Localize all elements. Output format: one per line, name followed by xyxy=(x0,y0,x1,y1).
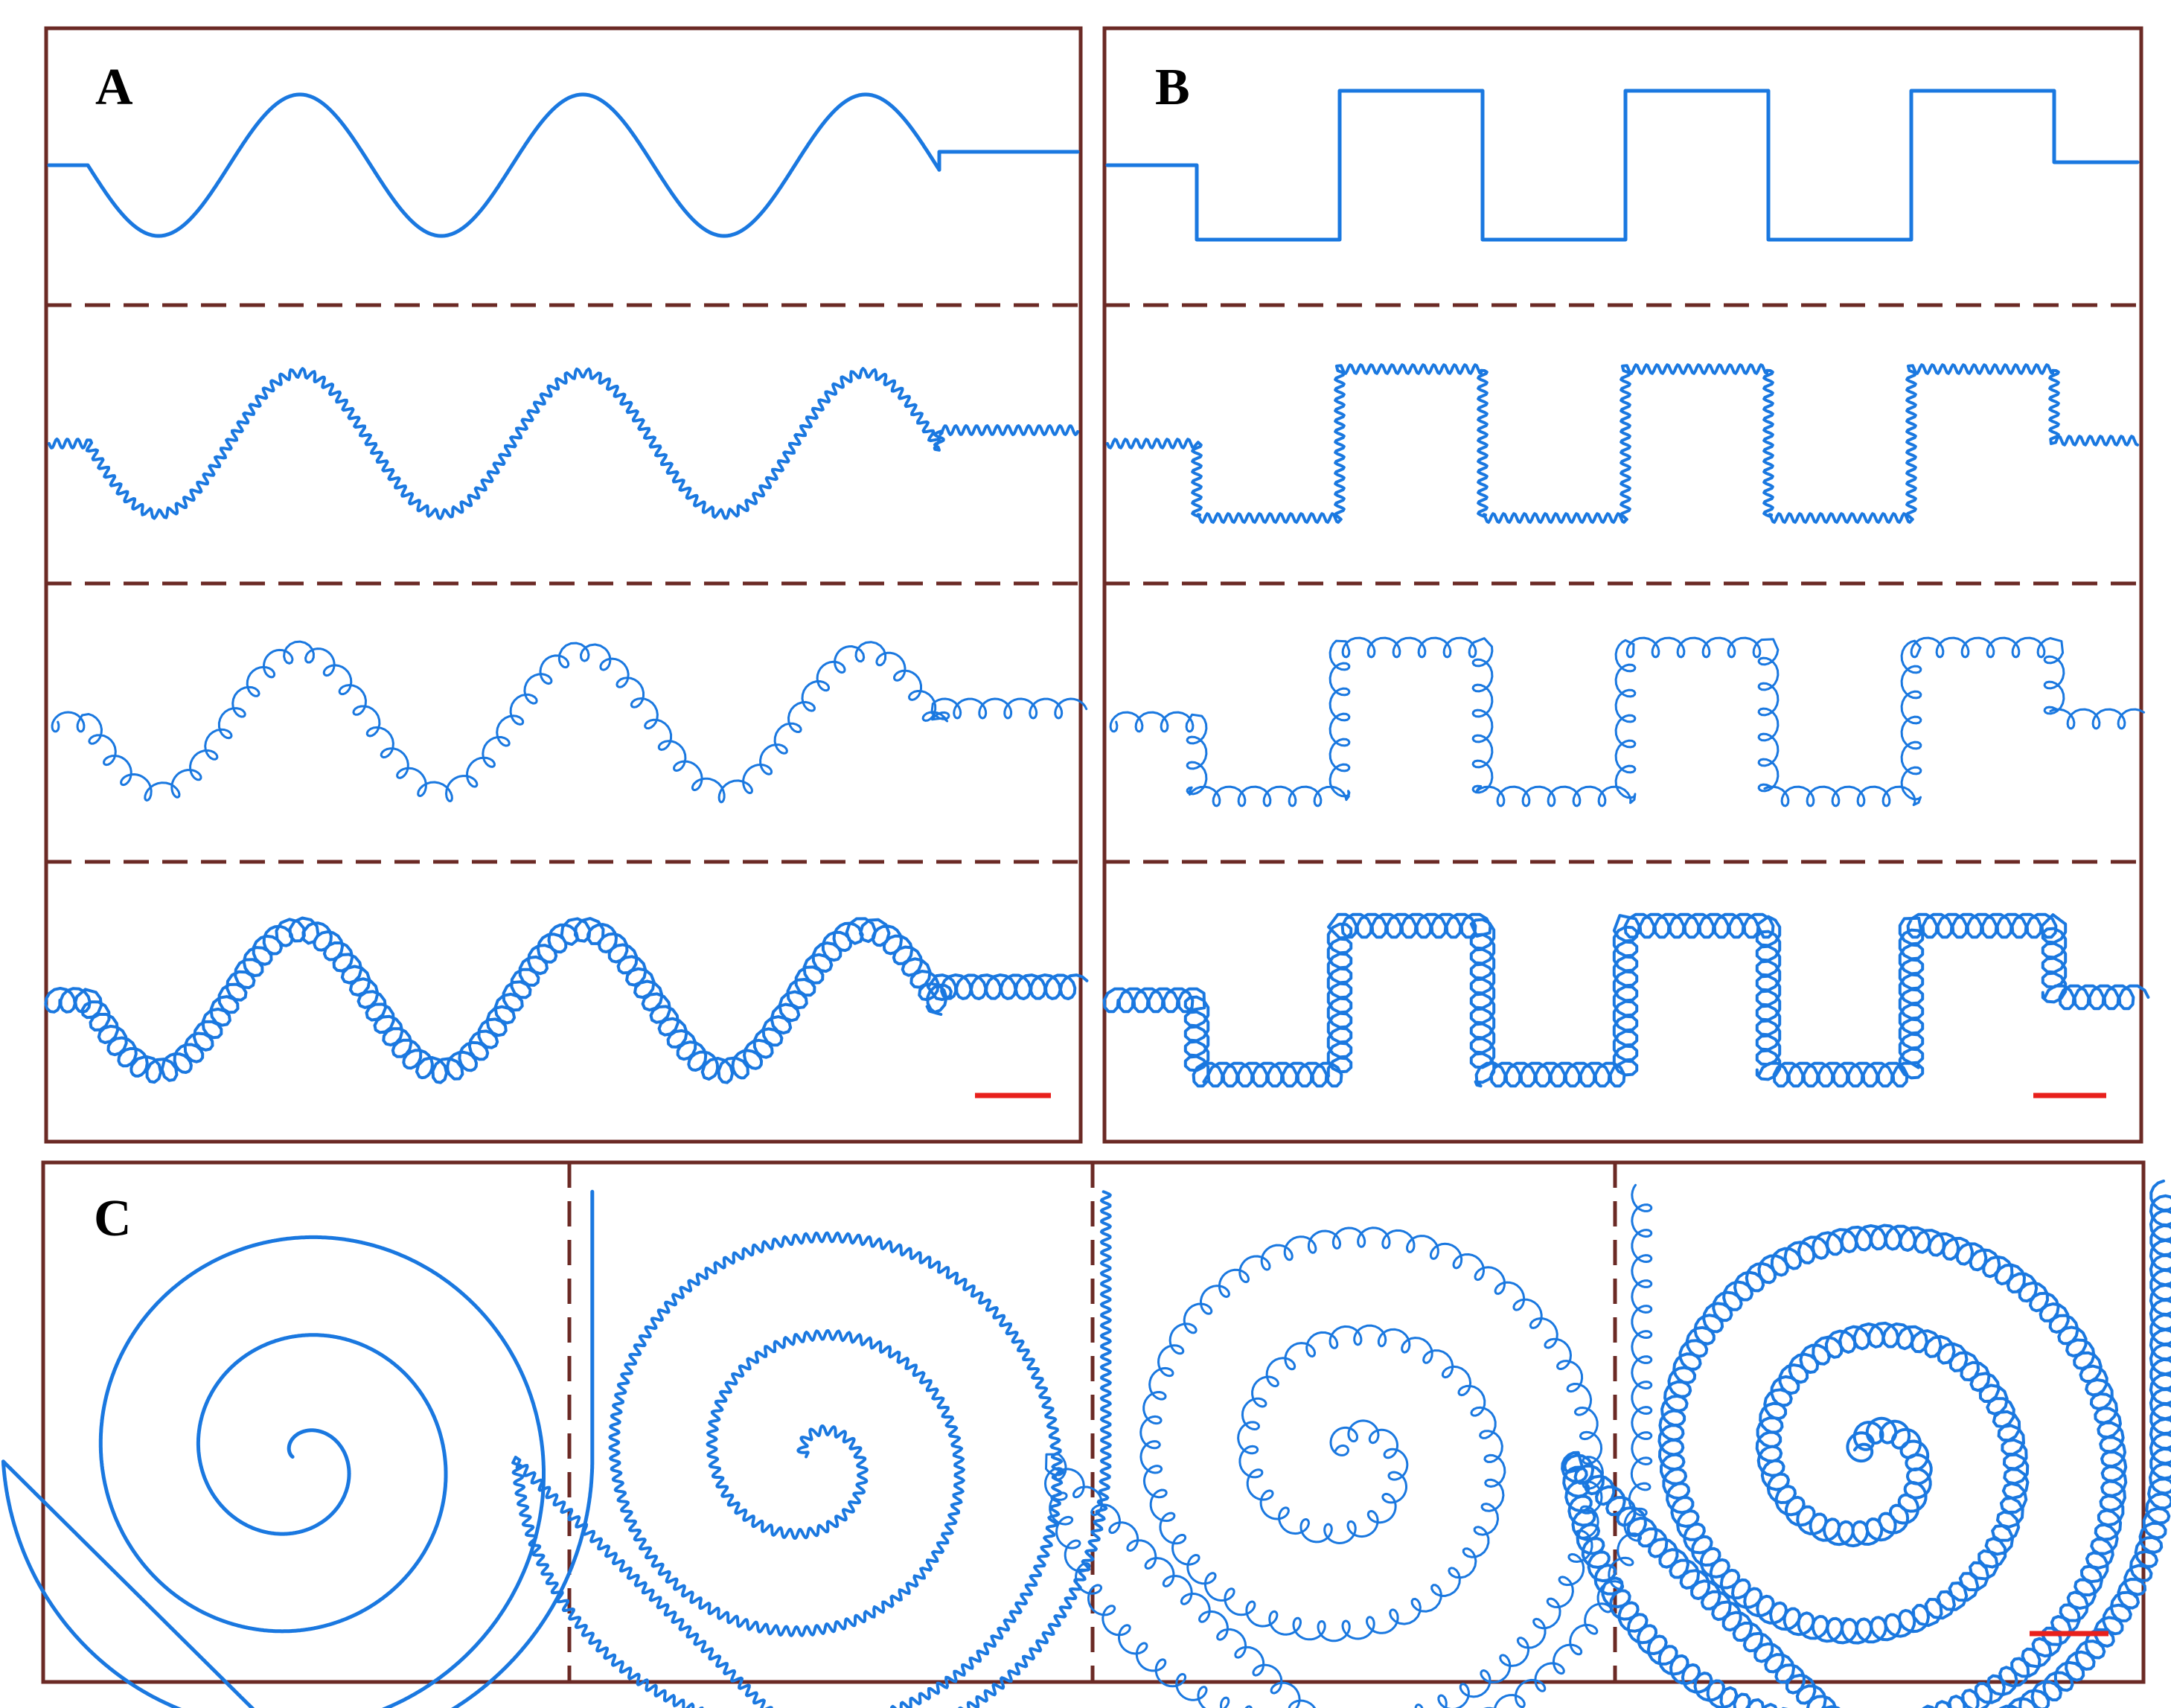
panel-b-label: B xyxy=(1155,59,1190,116)
panel-b-trace-wavy xyxy=(1106,363,2139,524)
panel-b-trace-loose-helix xyxy=(1109,636,2146,807)
panel-c-traces xyxy=(1,1179,2171,1708)
panel-a-traces xyxy=(44,92,1089,1084)
panel-c-trace-loose-helix xyxy=(1044,1183,1653,1708)
panel-b-trace-straight xyxy=(1105,89,2140,242)
panel-c-trace-wavy xyxy=(511,1190,1112,1708)
panel-a-label: A xyxy=(95,59,133,116)
panel-a-trace-tight-helix xyxy=(44,916,1089,1084)
panel-c-label: C xyxy=(94,1190,132,1247)
panel-b-trace-tight-helix xyxy=(1102,912,2150,1088)
panel-c-trace-tight-helix xyxy=(1561,1179,2171,1708)
panel-b-traces xyxy=(1102,89,2150,1088)
panel-a-trace-wavy xyxy=(48,367,1079,520)
panel-a-trace-loose-helix xyxy=(51,640,1088,804)
panel-c-trace-straight xyxy=(1,1189,595,1708)
panel-a-trace-straight xyxy=(47,92,1080,238)
